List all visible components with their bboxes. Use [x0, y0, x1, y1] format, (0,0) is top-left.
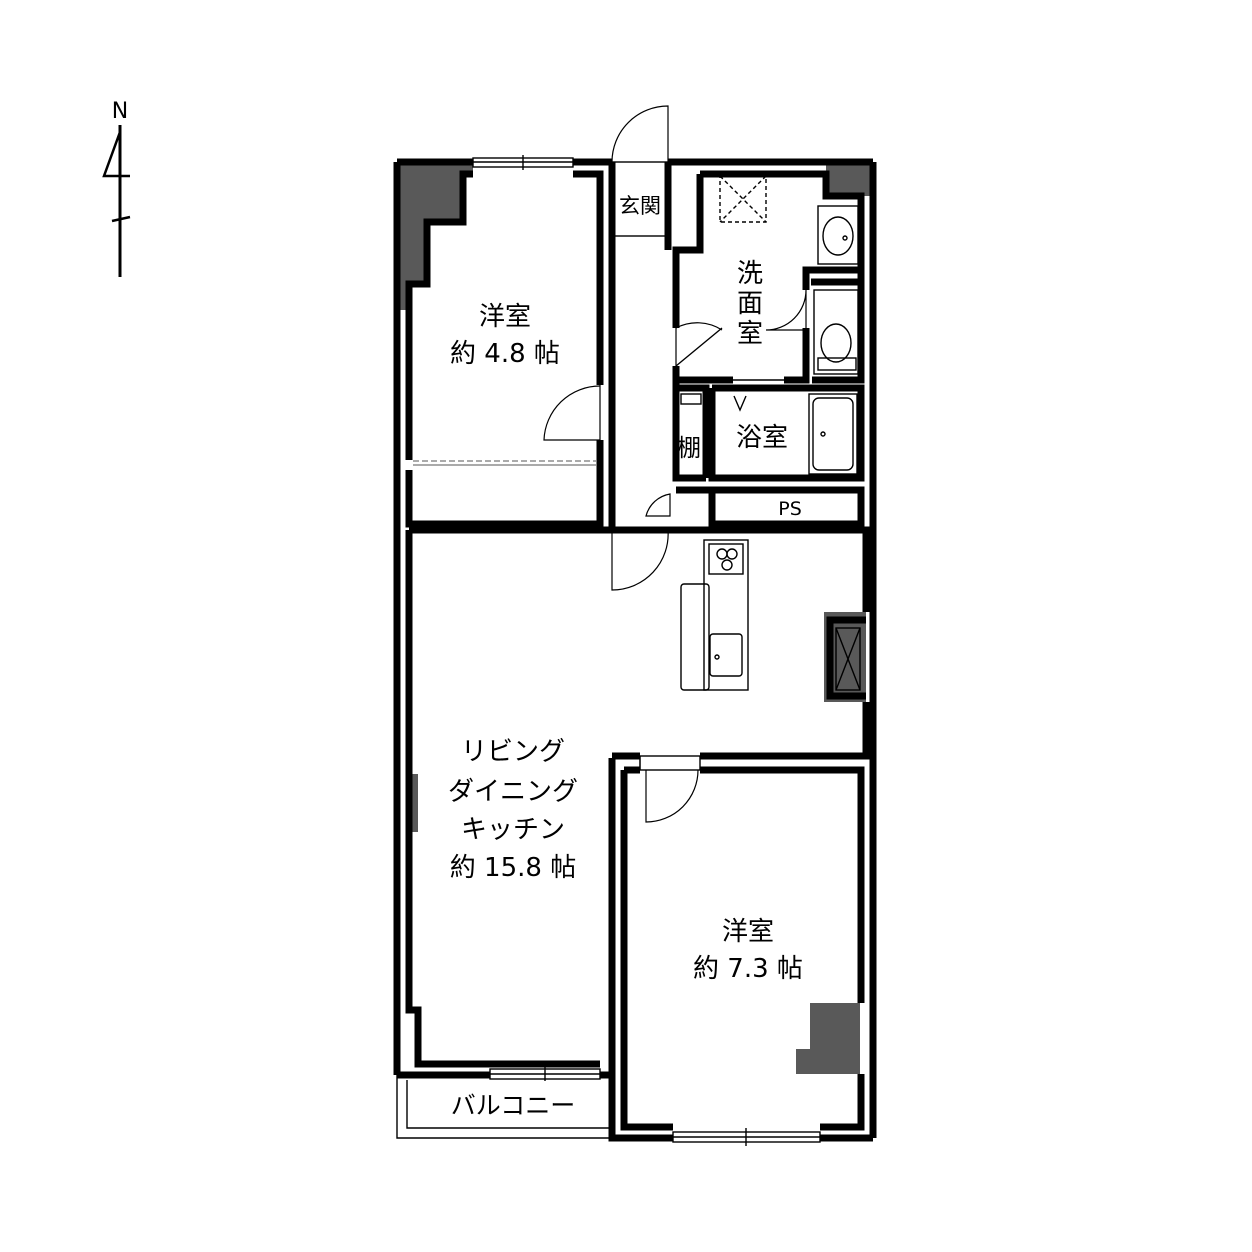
room-ldk-line3: キッチン: [461, 815, 565, 845]
room-ldk-line1: リビング: [461, 737, 565, 767]
room-washroom-line3: 室: [737, 319, 763, 349]
room-labels: 洋室 約 4.8 帖 玄関 洗 面 室 浴室 棚 PS リビング ダイニング キ…: [448, 194, 803, 1120]
refrigerator: [835, 627, 861, 691]
room-ldk-size: 約 15.8 帖: [450, 853, 576, 883]
room-western-north-size: 約 4.8 帖: [450, 339, 560, 369]
windows: [472, 155, 821, 1146]
room-entrance-name: 玄関: [619, 194, 661, 218]
north-compass: N: [102, 99, 131, 277]
doors: [413, 105, 807, 823]
toilet: [813, 289, 859, 375]
laundry-space: [719, 175, 767, 223]
balcony-railing: [396, 1075, 612, 1139]
room-washroom-line1: 洗: [737, 259, 763, 289]
compass-north-label: N: [112, 99, 128, 124]
compass-tick: [111, 215, 131, 223]
room-ps-name: PS: [778, 498, 802, 520]
room-shelf-name: 棚: [677, 434, 701, 462]
kitchen-counter: [703, 539, 749, 691]
room-western-south-size: 約 7.3 帖: [693, 954, 803, 984]
room-western-south-name: 洋室: [722, 917, 774, 947]
pillar-southeast: [796, 1003, 860, 1074]
pillar-northeast: [826, 162, 873, 196]
balcony-name: バルコニー: [451, 1091, 576, 1120]
fixtures: [396, 175, 861, 1139]
room-bathroom-name: 浴室: [736, 423, 788, 453]
interior-walls: [405, 162, 870, 1131]
room-western-north-name: 洋室: [479, 302, 531, 332]
wash-basin: [817, 205, 859, 265]
room-washroom-line2: 面: [737, 289, 763, 319]
room-ldk-line2: ダイニング: [448, 777, 578, 807]
bathtub: [808, 393, 858, 475]
pillar-northwest: [397, 162, 473, 310]
compass-arrow-head: [102, 131, 130, 178]
pillars: [397, 162, 873, 1074]
kitchen-sink: [709, 633, 743, 677]
